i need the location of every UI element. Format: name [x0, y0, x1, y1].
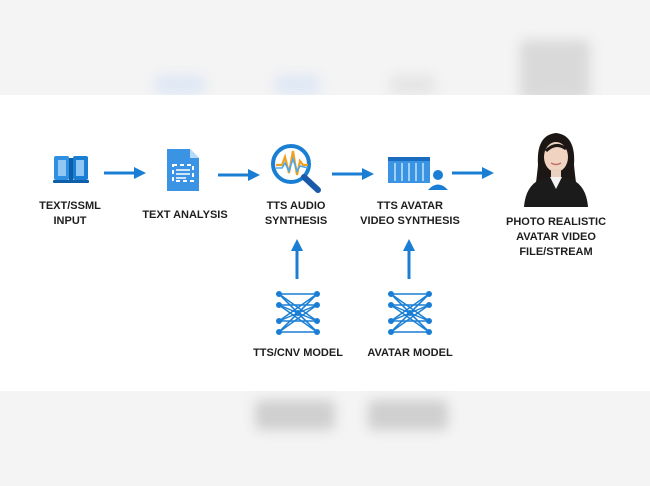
container-person-icon — [386, 153, 448, 198]
audio-search-icon — [268, 141, 324, 198]
background-blur — [275, 75, 320, 95]
diagram-panel: TEXT/SSML INPUT TEXT ANALYSIS TTS AUDIO … — [0, 95, 650, 391]
avatar-photo — [518, 125, 594, 212]
audio-label: TTS AUDIO SYNTHESIS — [264, 200, 328, 227]
avatar-model-label: AVATAR MODEL — [367, 347, 453, 359]
background-blur — [520, 40, 590, 100]
flow-arrow — [332, 168, 374, 180]
output-label: PHOTO REALISTIC AVATAR VIDEO FILE/STREAM — [505, 216, 607, 258]
background-blur — [390, 75, 435, 95]
book-icon — [52, 153, 90, 190]
flow-arrow-up — [403, 239, 415, 279]
neural-network-icon — [387, 290, 433, 341]
tts-model-label: TTS/CNV MODEL — [253, 347, 343, 359]
flow-arrow-up — [291, 239, 303, 279]
flow-arrow — [218, 169, 260, 181]
analysis-label: TEXT ANALYSIS — [142, 209, 228, 221]
video-label: TTS AVATAR VIDEO SYNTHESIS — [360, 200, 460, 227]
flow-arrow — [104, 167, 146, 179]
background-blur — [368, 400, 448, 430]
background-blur — [155, 75, 205, 95]
input-label: TEXT/SSML INPUT — [39, 200, 101, 227]
neural-network-icon — [275, 290, 321, 341]
document-scan-icon — [164, 147, 202, 198]
background-blur — [255, 400, 335, 430]
flow-arrow — [452, 167, 494, 179]
